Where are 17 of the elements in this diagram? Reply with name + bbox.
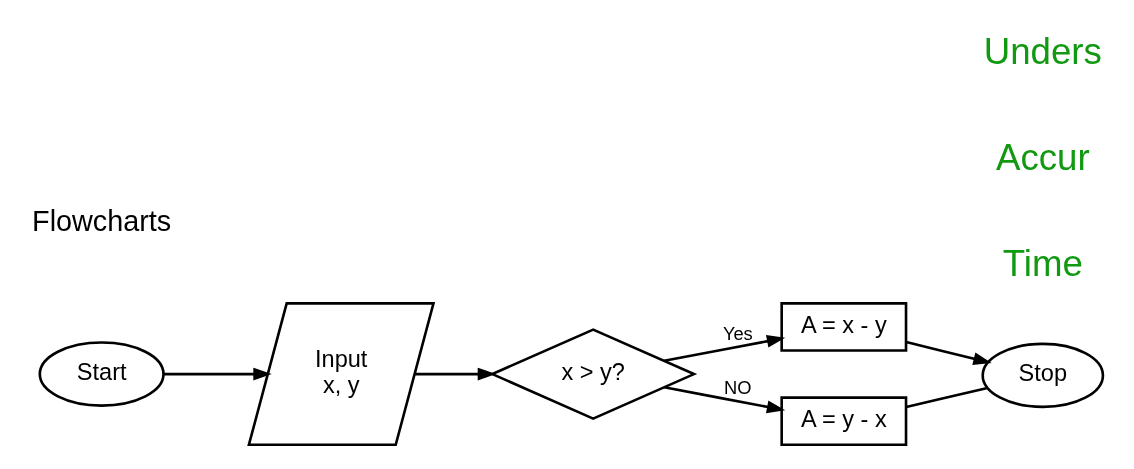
label: Time — [1002, 242, 1083, 284]
label: Unders — [983, 30, 1102, 72]
label: Flowcharts — [32, 204, 172, 237]
edge-label: Yes — [722, 322, 753, 344]
connector — [905, 386, 988, 408]
arrow — [664, 334, 786, 362]
label: Accur — [995, 136, 1090, 178]
node-diamond: x > y? — [489, 327, 698, 420]
arrow — [664, 385, 786, 413]
node-ellipse: Stop — [981, 342, 1105, 408]
arrow — [414, 367, 497, 380]
node-box: A = y - x — [780, 395, 908, 446]
arrow — [164, 367, 272, 380]
node-box: A = x - y — [780, 301, 908, 352]
node-ellipse: Start — [38, 340, 165, 407]
edge-label: NO — [724, 376, 752, 398]
arrow — [905, 340, 992, 365]
